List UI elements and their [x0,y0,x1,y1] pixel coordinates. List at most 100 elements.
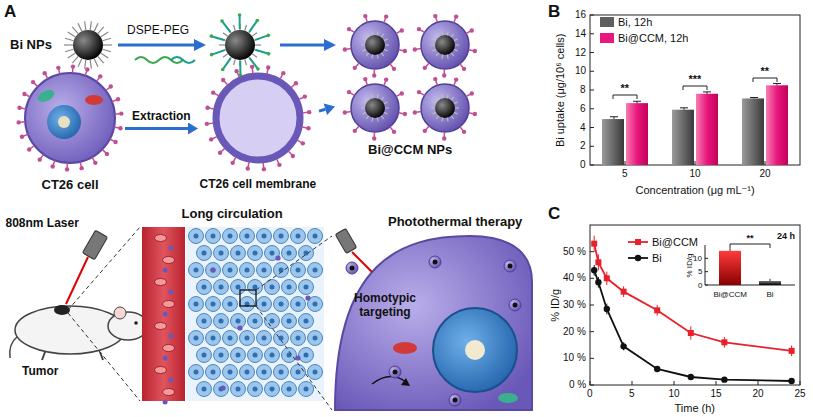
peg-chain [221,68,225,72]
tumor-cell [240,263,255,278]
peg-chain [255,50,267,54]
membrane-protein [384,81,386,86]
membrane-protein [214,93,218,95]
tick [590,381,591,385]
connector-line [125,127,188,130]
tumor-cell [274,365,289,380]
tumor-cell [299,280,314,295]
membrane-protein [454,14,458,18]
membrane-protein [363,77,367,81]
ligand-spike [65,49,74,52]
tumor-cell [282,314,297,329]
zoom-line [256,236,332,290]
membrane-protein [205,122,209,126]
membrane-protein [347,27,351,31]
membrane-protein [21,107,26,109]
membrane-protein [247,162,249,167]
significance-bracket [683,86,707,90]
inset-axis [705,245,795,285]
cell-nucleus [270,251,275,256]
tumor-cell [257,331,272,346]
ligand-spike [431,44,435,45]
membrane-protein [303,112,308,114]
ligand-spike [85,60,86,69]
data-marker [721,376,727,382]
membrane-protein [224,81,227,85]
red-blood-cell [155,235,167,242]
membrane-protein [277,159,279,164]
membrane-protein [423,129,427,133]
mouse-eye [134,321,138,325]
label-text: 50 % [563,246,586,258]
membrane-protein [396,94,400,96]
red-blood-cell [163,257,175,264]
label-text: B [548,2,560,22]
membrane-protein [433,14,437,18]
label-text: 15 [711,388,722,400]
membrane-protein [347,90,351,94]
ligand-spike [90,21,91,30]
cell-nucleus [236,353,241,358]
membrane-protein [462,130,466,134]
membrane-protein [416,48,421,50]
cell-nucleus [211,370,216,375]
membrane-protein [53,160,55,165]
tumor-cell [291,229,306,244]
cell-nucleus [211,302,216,307]
membrane-protein [85,67,89,71]
bi-ccm-nanoparticle [305,295,310,300]
tumor-cell [257,297,272,312]
tick [765,161,766,165]
ligand-spike [255,44,261,45]
dspe-peg-chain [171,57,195,63]
membrane-protein [114,126,119,128]
membrane-protein [72,68,74,73]
tumor-cell [248,314,263,329]
label-text: Bi@CCM [652,236,698,249]
ligand-spike [98,27,104,34]
legend-sample [635,239,641,245]
tumor-cell [197,382,212,397]
membrane-protein [213,137,218,139]
membrane-protein [262,167,266,171]
label-text: 10 [669,388,680,400]
membrane-protein [208,122,213,124]
label-text: 2 [580,140,586,152]
ligand-spike [362,39,366,41]
ligand-spike [68,53,76,58]
bi-ccm-nanoparticle [220,385,225,390]
bi-core [508,264,513,269]
membrane-protein [221,78,225,82]
cell-nucleus [228,336,233,341]
ligand-spike [223,33,228,37]
membrane-protein [250,65,254,69]
ligand-spike [90,60,91,69]
membrane-protein [230,161,234,165]
mitochondrion [393,342,417,354]
data-marker [688,374,694,380]
error-bar [633,101,641,103]
nucleus [433,308,517,392]
error-bar [680,108,688,110]
cell-nucleus [304,285,309,290]
membrane-protein [34,83,38,86]
cell-nucleus [270,387,275,392]
tick [590,108,594,109]
membrane-protein [417,90,421,94]
membrane-protein [38,157,42,161]
membrane-protein [384,77,388,81]
tumor-cell [223,297,238,312]
bar [759,281,781,285]
membrane-protein [372,73,376,77]
membrane-protein [353,66,357,70]
data-marker [595,279,601,285]
membrane-protein [444,69,446,74]
plot-frame [590,15,800,165]
figure-node: Long circulation [140,203,325,403]
tumor-cell [197,246,212,261]
membrane-protein [302,126,307,128]
membrane-protein [266,69,268,74]
ligand-spike [381,34,383,37]
bi-ccm-nanoparticle [163,268,168,273]
